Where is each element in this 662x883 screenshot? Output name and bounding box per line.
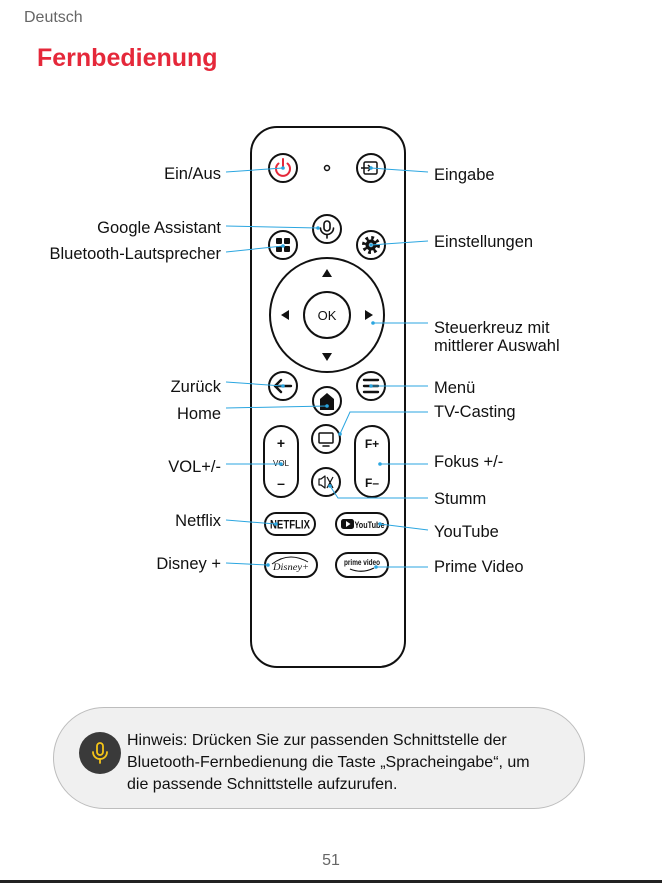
dpad-left-icon[interactable] — [281, 310, 289, 320]
note-line-3: die passende Schnittstelle aufzurufen. — [127, 776, 398, 793]
label-power: Ein/Aus — [164, 165, 221, 183]
note-text: Hinweis: Drücken Sie zur passenden Schni… — [127, 730, 567, 796]
cast-screen-icon — [318, 432, 334, 447]
label-menu: Menü — [434, 379, 476, 397]
volume-rocker[interactable] — [263, 425, 299, 498]
vol-plus-label: + — [277, 435, 285, 451]
note-box: Hinweis: Drücken Sie zur passenden Schni… — [53, 707, 585, 809]
leader-lines — [225, 167, 429, 568]
focus-rocker[interactable] — [354, 425, 390, 498]
indicator-led — [323, 164, 331, 172]
voice-button[interactable] — [312, 214, 342, 244]
prime-logo: prime video — [344, 558, 380, 567]
prime-button[interactable] — [335, 552, 389, 578]
note-line-2: Bluetooth-Fernbedienung die Taste „Sprac… — [127, 754, 530, 771]
youtube-logo: YouTube — [355, 520, 385, 530]
microphone-icon — [79, 732, 121, 774]
label-input: Eingabe — [434, 166, 495, 184]
note-line-1: Hinweis: Drücken Sie zur passenden Schni… — [127, 732, 507, 749]
focus-minus-label: F– — [365, 476, 379, 490]
dpad-down-icon[interactable] — [322, 353, 332, 361]
label-casting: TV-Casting — [434, 403, 516, 421]
label-prime: Prime Video — [434, 558, 524, 576]
bottom-border — [0, 880, 662, 883]
disney-arc-icon — [271, 556, 309, 565]
label-youtube: YouTube — [434, 523, 499, 541]
label-dpad-line2: mittlerer Auswahl — [434, 337, 560, 355]
ok-button[interactable] — [303, 291, 351, 339]
power-icon — [275, 158, 291, 177]
vol-minus-label: – — [277, 475, 285, 491]
apps-grid-icon — [276, 238, 290, 252]
label-assistant: Google Assistant — [97, 219, 221, 237]
mute-speaker-icon — [318, 475, 334, 489]
dpad-right-icon[interactable] — [365, 310, 373, 320]
casting-button[interactable] — [311, 424, 341, 454]
prime-smile-icon — [349, 567, 375, 572]
disney-logo: Disney+ — [272, 562, 309, 572]
label-dpad-line1: Steuerkreuz mit — [434, 319, 550, 337]
mute-button[interactable] — [311, 467, 341, 497]
dpad-up-icon[interactable] — [322, 269, 332, 277]
label-volume: VOL+/- — [168, 458, 221, 476]
label-settings: Einstellungen — [434, 233, 534, 251]
label-back: Zurück — [170, 378, 221, 396]
label-focus: Fokus +/- — [434, 453, 504, 471]
page-number: 51 — [322, 852, 340, 869]
leader-dots — [266, 166, 382, 569]
label-home: Home — [176, 405, 221, 423]
label-netflix: Netflix — [175, 512, 221, 530]
label-bt-speaker: Bluetooth-Lautsprecher — [49, 245, 221, 263]
language-label: Deutsch — [24, 9, 83, 26]
ok-label: OK — [318, 308, 337, 323]
label-mute: Stumm — [434, 490, 487, 508]
page-title: Fernbedienung — [37, 44, 218, 72]
netflix-logo: NETFLIX — [270, 520, 310, 532]
youtube-play-icon — [341, 519, 354, 529]
label-disney: Disney + — [156, 555, 221, 573]
netflix-button[interactable] — [264, 512, 316, 536]
microphone-icon — [319, 220, 335, 239]
focus-plus-label: F+ — [365, 437, 379, 451]
youtube-button[interactable] — [335, 512, 389, 536]
